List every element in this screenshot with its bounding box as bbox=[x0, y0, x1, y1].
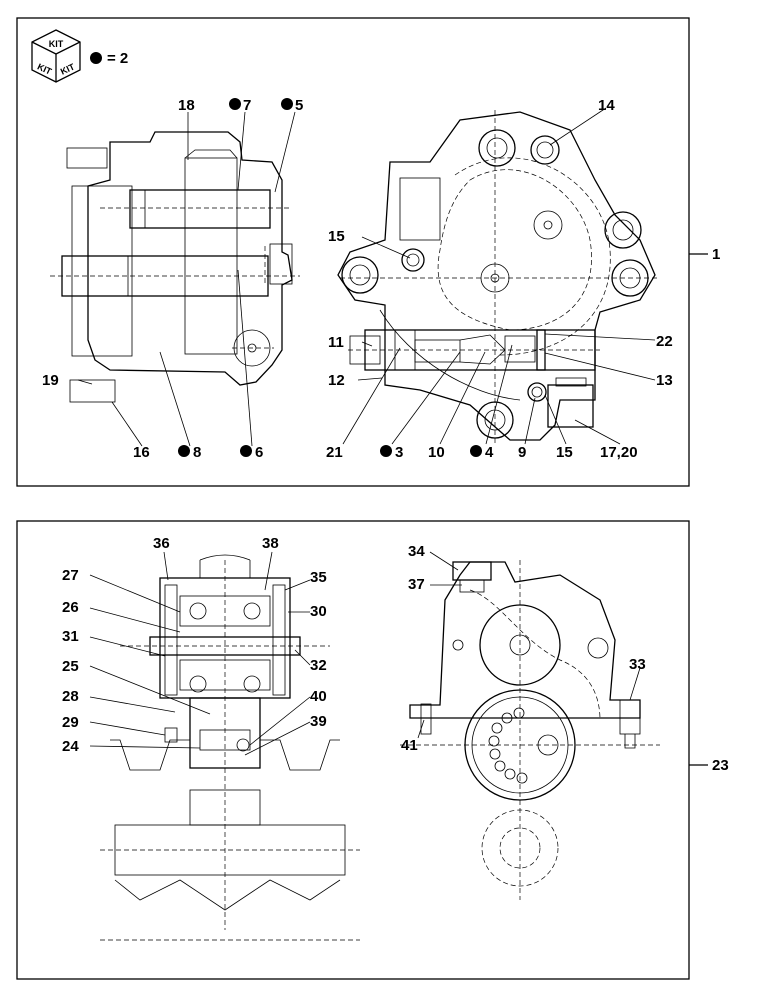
kit-dot-4-icon bbox=[470, 445, 482, 457]
label-36: 36 bbox=[153, 535, 170, 552]
label-37: 37 bbox=[408, 576, 425, 593]
gearbox-section-view bbox=[100, 554, 360, 941]
panel-2-frame bbox=[16, 520, 690, 980]
label-12: 12 bbox=[328, 372, 345, 389]
label-32: 32 bbox=[310, 657, 327, 674]
label-25: 25 bbox=[62, 658, 79, 675]
kit-dot-8-icon bbox=[178, 445, 190, 457]
label-34: 34 bbox=[408, 543, 425, 560]
label-6: 6 bbox=[255, 444, 263, 461]
label-7: 7 bbox=[243, 97, 251, 114]
label-14: 14 bbox=[598, 97, 615, 114]
kit-icon-left-text: KIT bbox=[36, 61, 54, 76]
label-39: 39 bbox=[310, 713, 327, 730]
label-31: 31 bbox=[62, 628, 79, 645]
kit-icon-top-text: KIT bbox=[49, 39, 64, 49]
label-18: 18 bbox=[178, 97, 195, 114]
label-33: 33 bbox=[629, 656, 646, 673]
label-22: 22 bbox=[656, 333, 673, 350]
label-29: 29 bbox=[62, 714, 79, 731]
kit-dot-7-icon bbox=[229, 98, 241, 110]
label-4: 4 bbox=[485, 444, 494, 461]
legend-text: = 2 bbox=[107, 50, 128, 67]
label-30: 30 bbox=[310, 603, 327, 620]
panel-1-frame bbox=[16, 17, 690, 487]
callout-23: 23 bbox=[712, 757, 729, 774]
label-15-upper: 15 bbox=[328, 228, 345, 245]
label-41: 41 bbox=[401, 737, 418, 754]
label-38: 38 bbox=[262, 535, 279, 552]
panel-1-leaders bbox=[77, 107, 708, 447]
label-35: 35 bbox=[310, 569, 327, 586]
bearing-rollers bbox=[488, 707, 528, 784]
kit-dot-icon bbox=[90, 52, 102, 64]
label-40: 40 bbox=[310, 688, 327, 705]
label-13: 13 bbox=[656, 372, 673, 389]
label-11: 11 bbox=[328, 334, 344, 351]
label-28: 28 bbox=[62, 688, 79, 705]
label-19: 19 bbox=[42, 372, 59, 389]
label-9: 9 bbox=[518, 444, 526, 461]
callout-1: 1 bbox=[712, 246, 720, 263]
pump-front-view bbox=[337, 110, 660, 445]
kit-icon-right-text: KIT bbox=[59, 61, 77, 76]
label-15-lower: 15 bbox=[556, 444, 573, 461]
kit-icon: KIT KIT KIT bbox=[31, 29, 81, 83]
label-24: 24 bbox=[62, 738, 79, 755]
gearbox-front-view bbox=[400, 560, 660, 900]
label-5: 5 bbox=[295, 97, 303, 114]
panel-2-leaders bbox=[89, 551, 708, 766]
label-16: 16 bbox=[133, 444, 150, 461]
kit-dot-5-icon bbox=[281, 98, 293, 110]
label-3: 3 bbox=[395, 444, 403, 461]
pump-side-view bbox=[50, 131, 300, 403]
label-10: 10 bbox=[428, 444, 445, 461]
label-26: 26 bbox=[62, 599, 79, 616]
kit-dot-3-icon bbox=[380, 445, 392, 457]
label-17-20: 17,20 bbox=[600, 444, 638, 461]
kit-dot-6-icon bbox=[240, 445, 252, 457]
label-27: 27 bbox=[62, 567, 79, 584]
label-21: 21 bbox=[326, 444, 343, 461]
label-8: 8 bbox=[193, 444, 201, 461]
